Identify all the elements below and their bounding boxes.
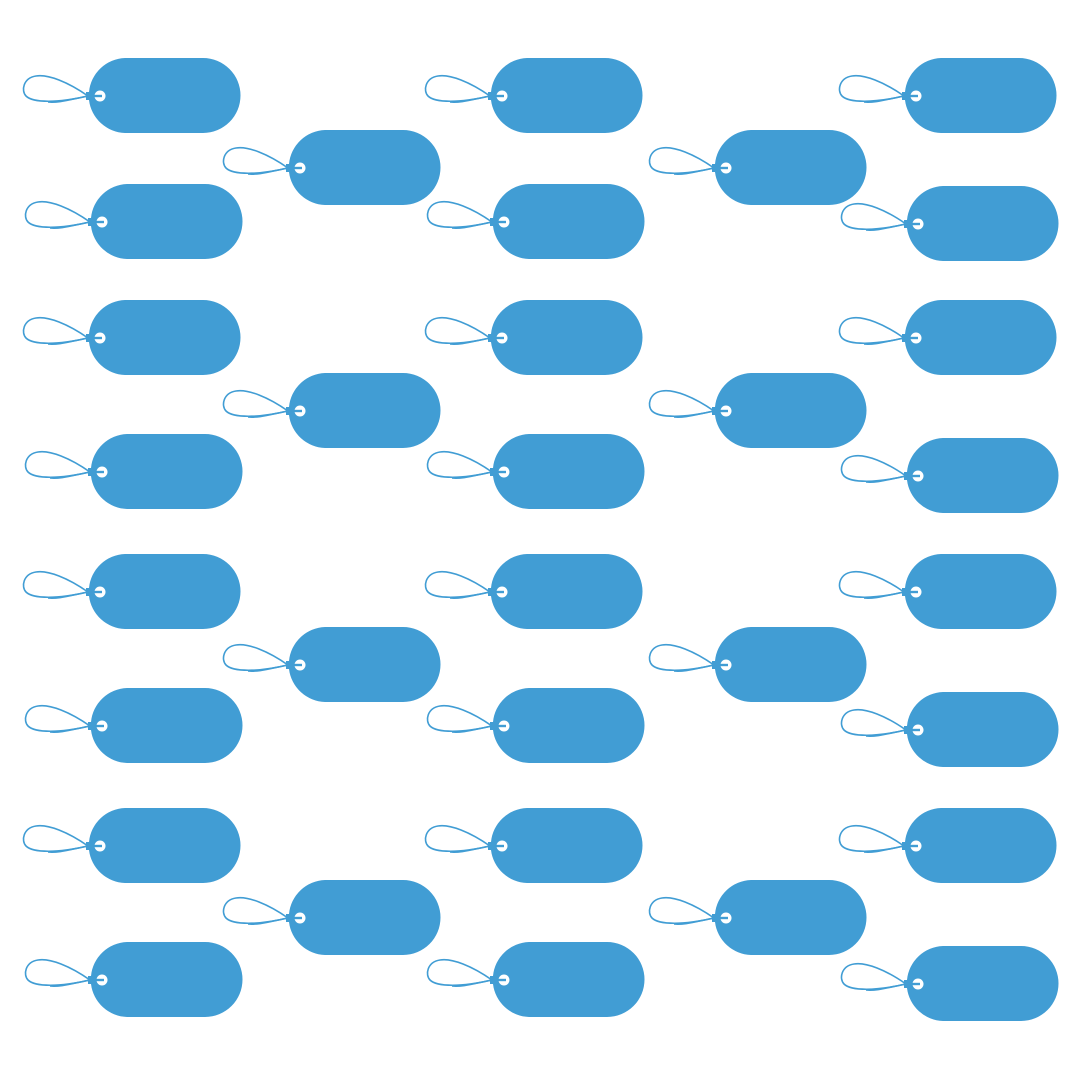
price-tag-icon bbox=[836, 944, 1076, 1024]
price-tag-icon bbox=[644, 878, 884, 958]
price-tag-icon bbox=[20, 432, 260, 512]
price-tag-icon bbox=[20, 940, 260, 1020]
price-tag-icon bbox=[218, 128, 458, 208]
price-tag-icon bbox=[218, 878, 458, 958]
price-tag-icon bbox=[420, 56, 660, 136]
price-tag-icon bbox=[422, 686, 662, 766]
price-tag-icon bbox=[836, 184, 1076, 264]
price-tag-icon bbox=[420, 298, 660, 378]
price-tag-icon bbox=[834, 56, 1074, 136]
price-tag-icon bbox=[218, 625, 458, 705]
price-tag-icon bbox=[644, 625, 884, 705]
price-tag-icon bbox=[834, 552, 1074, 632]
price-tag-icon bbox=[20, 182, 260, 262]
price-tag-icon bbox=[420, 552, 660, 632]
price-tag-icon bbox=[420, 806, 660, 886]
price-tag-icon bbox=[20, 686, 260, 766]
price-tag-icon bbox=[834, 298, 1074, 378]
price-tag-icon bbox=[422, 940, 662, 1020]
price-tag-icon bbox=[18, 56, 258, 136]
price-tag-icon bbox=[218, 371, 458, 451]
price-tag-icon bbox=[18, 552, 258, 632]
price-tag-icon bbox=[18, 298, 258, 378]
price-tag-icon bbox=[834, 806, 1074, 886]
price-tag-icon bbox=[836, 690, 1076, 770]
price-tag-icon bbox=[422, 432, 662, 512]
price-tag-icon bbox=[18, 806, 258, 886]
price-tag-icon bbox=[644, 371, 884, 451]
price-tag-icon bbox=[422, 182, 662, 262]
price-tag-icon bbox=[836, 436, 1076, 516]
price-tag-icon bbox=[644, 128, 884, 208]
